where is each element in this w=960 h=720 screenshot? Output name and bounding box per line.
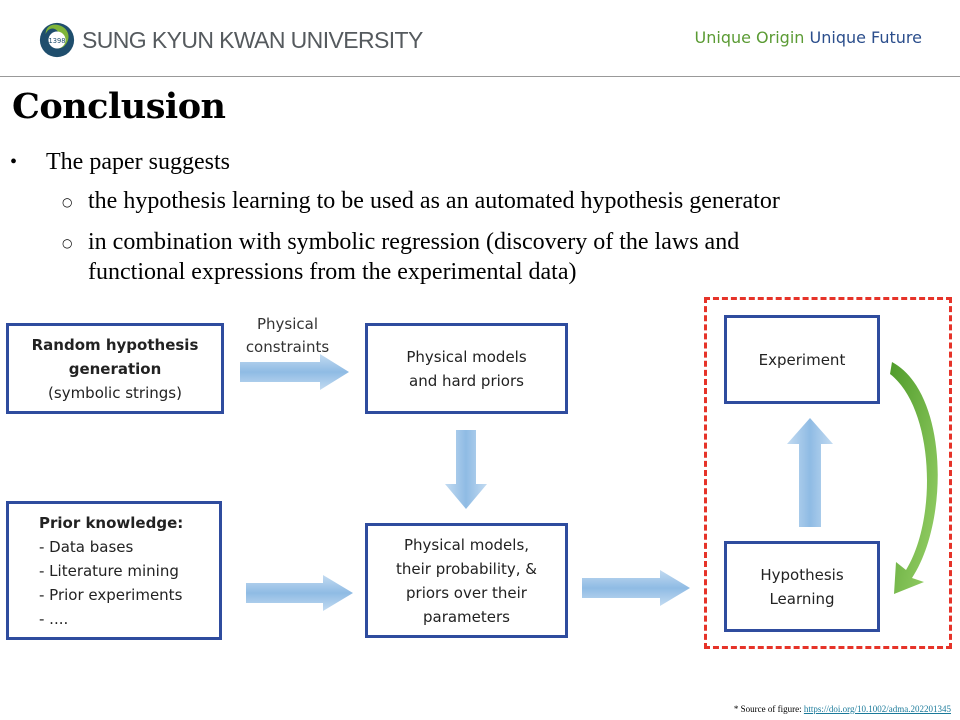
- phys1-line1: Physical models: [406, 347, 527, 366]
- main-bullet-text: The paper suggests: [46, 149, 230, 175]
- university-logo: 1398 SUNG KYUN KWAN UNIVERSITY: [38, 20, 423, 60]
- random-box-line3: (symbolic strings): [48, 383, 182, 402]
- learning-loop-dashed-frame: [704, 297, 952, 649]
- arrow-physical-to-hypothesis: [582, 570, 690, 606]
- sub-bullet-2-line1: in combination with symbolic regression …: [88, 229, 740, 255]
- phys2-line1: Physical models,: [403, 535, 530, 554]
- physical-models-box: Physical models and hard priors: [365, 323, 568, 414]
- slogan-future: Unique Future: [809, 28, 922, 47]
- random-hypothesis-box: Random hypothesis generation (symbolic s…: [6, 323, 224, 414]
- figure-source-note: * Source of figure: https://doi.org/10.1…: [734, 704, 951, 714]
- phys1-line2: and hard priors: [409, 371, 524, 390]
- experiment-label: Experiment: [758, 350, 846, 369]
- physical-constraints-label: Physical constraints: [230, 313, 345, 359]
- constraints-line1: Physical: [256, 315, 319, 333]
- phys2-line4: parameters: [422, 607, 510, 626]
- prior-item: - Data bases: [39, 537, 134, 556]
- sub-bullet-circle-icon: ○: [62, 195, 73, 209]
- phys2-line3: priors over their: [406, 583, 527, 602]
- prior-item: - Literature mining: [39, 561, 179, 580]
- arrow-hypothesis-to-experiment: [787, 418, 833, 527]
- constraints-line2: constraints: [245, 338, 330, 356]
- slogan-origin: Unique Origin: [694, 28, 805, 47]
- hypothesis-learning-box: Hypothesis Learning: [724, 541, 880, 632]
- sub-bullet-2-line2: functional expressions from the experime…: [88, 259, 577, 285]
- arrow-physical-down: [445, 430, 487, 509]
- prior-knowledge-box: Prior knowledge: - Data bases - Literatu…: [6, 501, 222, 640]
- arrow-prior-to-physical: [246, 575, 353, 611]
- random-box-line2: generation: [68, 359, 162, 378]
- arrow-random-to-physical: [240, 354, 349, 390]
- physical-models-probability-box: Physical models, their probability, & pr…: [365, 523, 568, 638]
- prior-heading: Prior knowledge:: [39, 513, 184, 532]
- main-bullet: • The paper suggests: [10, 148, 230, 176]
- sub-bullet-circle-icon: ○: [62, 236, 73, 250]
- slogan: Unique Origin Unique Future: [695, 28, 922, 47]
- slide-title: Conclusion: [12, 86, 226, 127]
- university-emblem-icon: 1398: [39, 22, 75, 58]
- sub-bullet-1: the hypothesis learning to be used as an…: [88, 188, 780, 214]
- curved-feedback-arrow: [890, 362, 938, 594]
- source-link[interactable]: https://doi.org/10.1002/adma.202201345: [803, 704, 951, 714]
- hypothesis-line1: Hypothesis: [760, 565, 844, 584]
- hypothesis-line2: Learning: [769, 589, 835, 608]
- bullet-dot-icon: •: [10, 151, 18, 173]
- experiment-box: Experiment: [724, 315, 880, 404]
- university-name: SUNG KYUN KWAN UNIVERSITY: [82, 26, 423, 53]
- random-box-line1: Random hypothesis: [31, 335, 199, 354]
- prior-item: - ....: [39, 609, 69, 628]
- source-prefix: * Source of figure:: [733, 704, 804, 714]
- prior-item: - Prior experiments: [39, 585, 183, 604]
- header-divider: [0, 76, 960, 77]
- svg-text:1398: 1398: [49, 37, 66, 45]
- phys2-line2: their probability, &: [396, 559, 537, 578]
